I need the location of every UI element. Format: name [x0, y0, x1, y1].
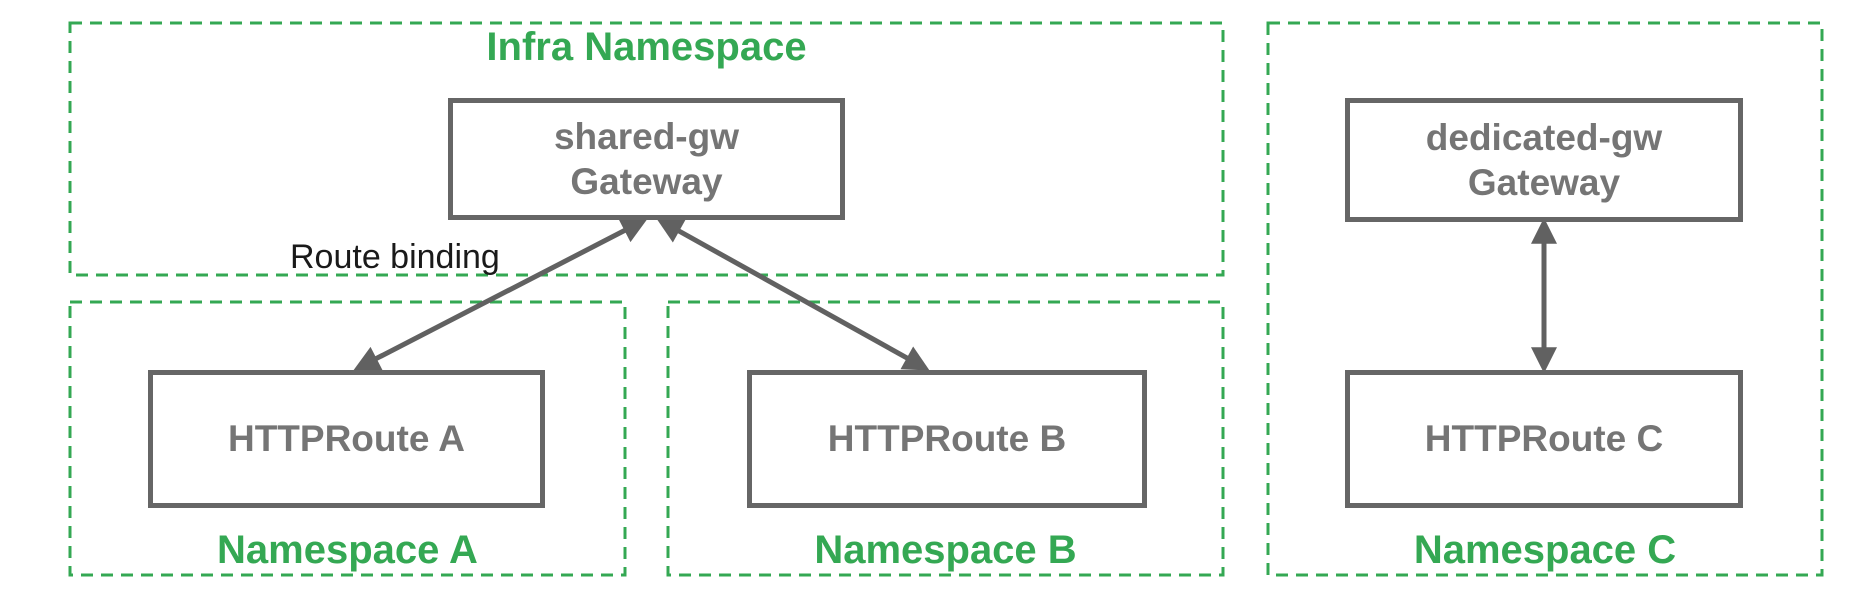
shared-gw-kind: Gateway: [570, 161, 723, 202]
httproute-c-node: HTTPRoute C: [1345, 370, 1743, 508]
dedicated-gw-kind: Gateway: [1467, 162, 1621, 203]
infra-namespace-label: Infra Namespace: [486, 25, 807, 69]
route-binding-annotation: Route binding: [290, 238, 500, 276]
namespace-b-border: [666, 300, 1225, 577]
namespace-b-label: Namespace B: [814, 528, 1077, 572]
route-a-binding-arrow: [353, 218, 648, 371]
shared-gw-name: shared-gw: [553, 115, 740, 157]
route-b-binding-arrow: [656, 218, 930, 371]
httproute-a-node: HTTPRoute A: [148, 370, 545, 508]
shared-gw-gateway-node: shared-gw Gateway: [448, 98, 845, 220]
dedicated-gw-gateway-node: dedicated-gw Gateway: [1345, 98, 1743, 222]
namespace-c-label: Namespace C: [1413, 528, 1677, 572]
namespace-a-label: Namespace A: [217, 528, 478, 572]
httproute-b-node: HTTPRoute B: [747, 370, 1147, 508]
dedicated-gw-name: dedicated-gw: [1425, 116, 1663, 158]
httproute-c-label: HTTPRoute C: [1424, 418, 1664, 460]
httproute-b-label: HTTPRoute B: [827, 418, 1067, 460]
httproute-a-label: HTTPRoute A: [227, 418, 466, 460]
namespace-c-border: [1266, 21, 1824, 577]
namespace-a-border: [68, 300, 627, 577]
